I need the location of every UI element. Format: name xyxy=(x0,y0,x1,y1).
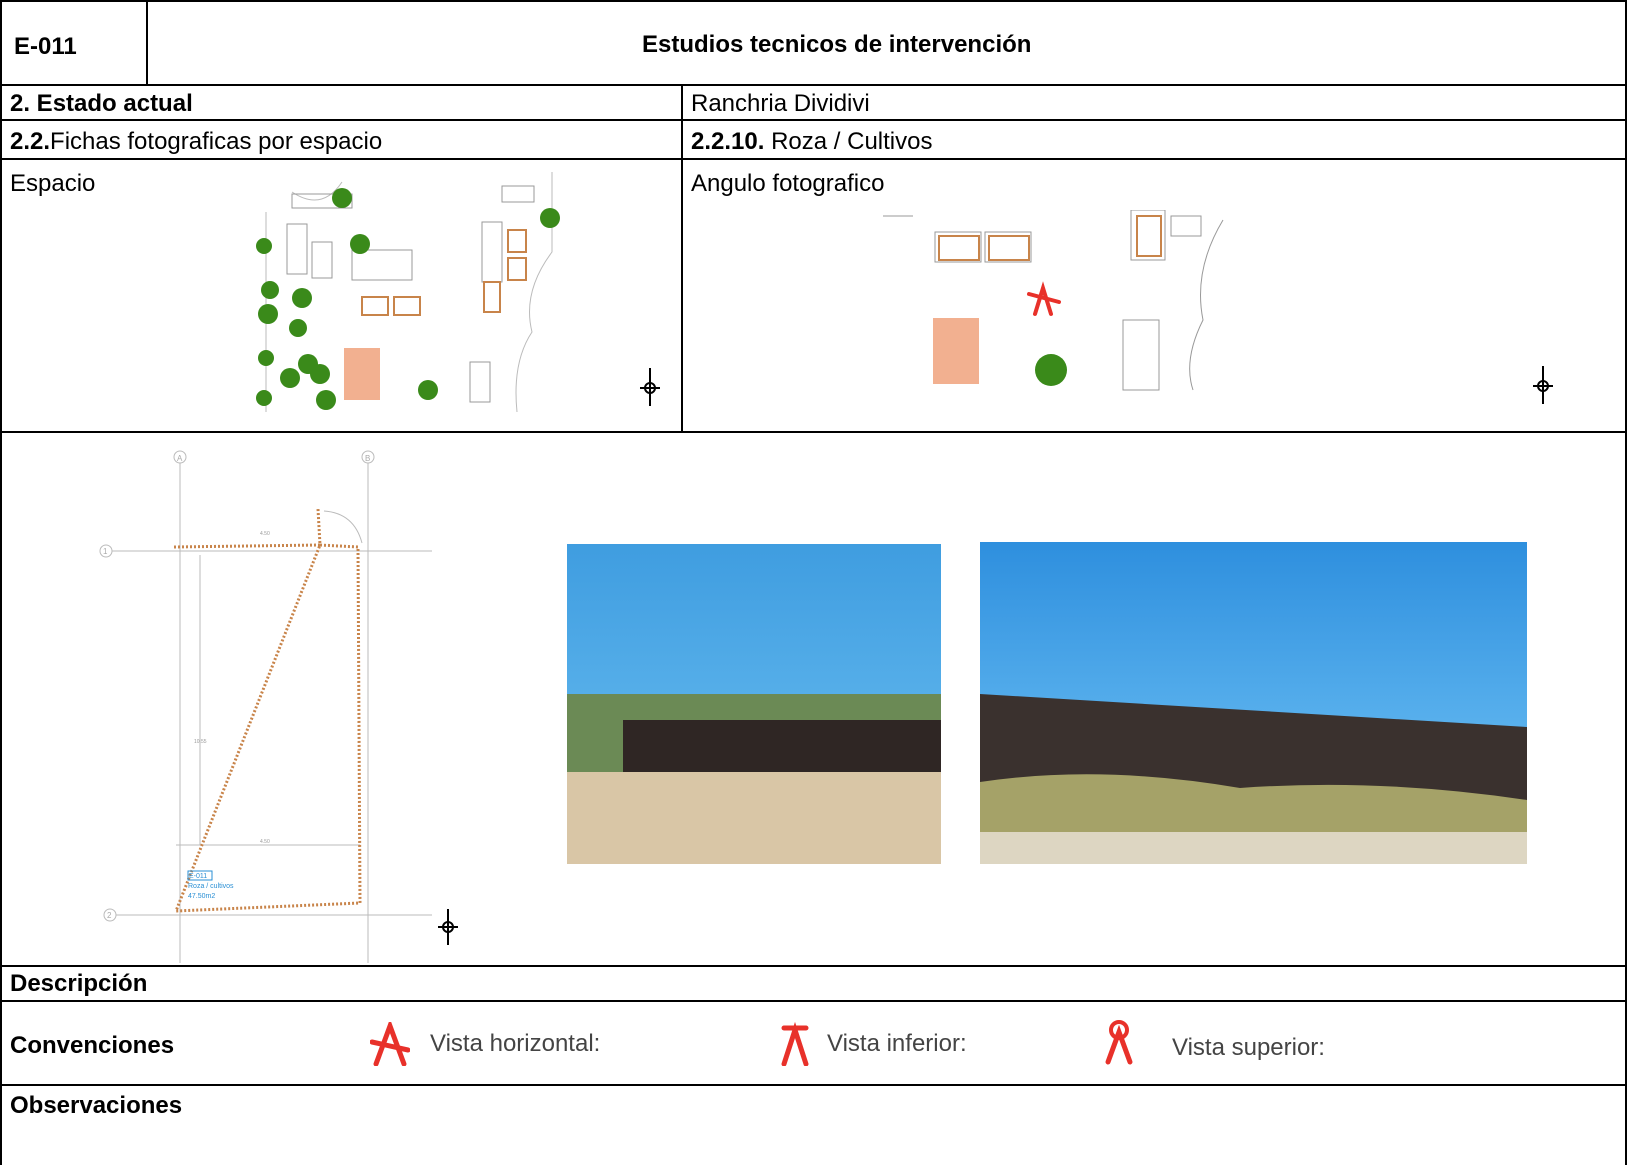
site-photo-1 xyxy=(567,544,941,864)
space-number: 2.2.10. xyxy=(691,128,765,155)
highlighted-area xyxy=(933,318,979,384)
section-cell: 2. Estado actual xyxy=(0,84,683,121)
subsection-label: Fichas fotograficas por espacio xyxy=(50,128,383,155)
room-tag-box xyxy=(187,870,213,881)
place-cell: Ranchria Dividivi xyxy=(681,84,1627,121)
dimension-bottom: 4.50 xyxy=(260,839,270,845)
site-plan-map xyxy=(256,172,660,413)
conventions-label: Convenciones xyxy=(10,1032,175,1059)
angle-plan-map xyxy=(883,210,1553,404)
observations-cell: Observaciones xyxy=(0,1084,1627,1165)
place-name: Ranchria Dividivi xyxy=(691,90,870,117)
angle-plan-cell: Angulo fotografico xyxy=(681,158,1627,433)
site-photo-2 xyxy=(980,542,1527,864)
space-label: Espacio xyxy=(10,170,96,197)
media-cell: A B 1 2 4.50 4.50 10.55 E-011 Roza / cul… xyxy=(0,431,1627,967)
subsection-title: 2.2.Fichas fotograficas por espacio xyxy=(10,130,382,154)
subsection-cell: 2.2.Fichas fotograficas por espacio xyxy=(0,119,683,160)
axis-label-a: A xyxy=(177,454,183,463)
north-arrow-icon xyxy=(438,909,458,945)
convention-top-label: Vista superior: xyxy=(1172,1034,1325,1061)
axis-label-2: 2 xyxy=(107,911,112,920)
camera-angle-icon xyxy=(1027,281,1061,316)
code-cell: E-011 xyxy=(0,0,148,86)
top-view-icon xyxy=(1105,1020,1133,1065)
title-cell: Estudios tecnicos de intervención xyxy=(146,0,1627,86)
dimension-side: 10.55 xyxy=(194,739,207,745)
document-code: E-011 xyxy=(14,33,77,60)
space-title: 2.2.10. Roza / Cultivos xyxy=(691,130,932,154)
highlighted-area xyxy=(344,348,380,400)
room-tag-code: E-011 xyxy=(189,873,207,880)
north-arrow-icon xyxy=(640,368,660,406)
space-label: Roza / Cultivos xyxy=(771,128,933,155)
observations-label: Observaciones xyxy=(10,1092,183,1119)
room-tag-area: 47.50m2 xyxy=(188,893,215,900)
north-arrow-icon xyxy=(1533,366,1553,404)
horizontal-view-icon xyxy=(370,1022,410,1066)
space-plan-cell: Espacio xyxy=(0,158,683,433)
convention-bottom-label: Vista inferior: xyxy=(827,1030,967,1057)
document-title: Estudios tecnicos de intervención xyxy=(642,31,1032,58)
convention-horizontal-label: Vista horizontal: xyxy=(430,1030,601,1057)
dimension-top: 4.50 xyxy=(260,531,270,537)
section-title: 2. Estado actual xyxy=(10,90,193,117)
room-outline xyxy=(173,508,362,913)
axis-label-1: 1 xyxy=(103,547,108,556)
subsection-number: 2.2. xyxy=(10,128,51,155)
axis-label-b: B xyxy=(365,454,370,463)
room-plan-drawing: A B 1 2 4.50 4.50 10.55 E-011 Roza / cul… xyxy=(99,450,458,963)
conventions-cell: Convenciones Vista horizontal: Vista inf… xyxy=(0,1000,1627,1086)
angle-label: Angulo fotografico xyxy=(691,170,885,197)
description-cell: Descripción xyxy=(0,965,1627,1002)
bottom-view-icon xyxy=(781,1022,809,1066)
space-cell: 2.2.10. Roza / Cultivos xyxy=(681,119,1627,160)
description-label: Descripción xyxy=(10,970,148,997)
room-tag-name: Roza / cultivos xyxy=(188,883,234,890)
